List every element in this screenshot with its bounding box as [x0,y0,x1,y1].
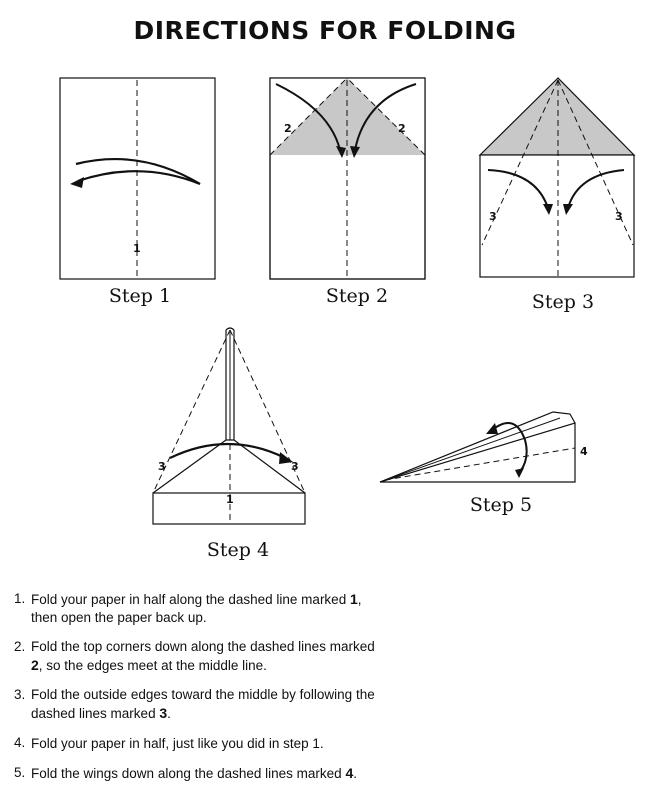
instruction-mark: 1 [349,591,358,607]
instruction-text: Fold the outside edges toward the middle… [31,686,386,723]
fold-label-right: 3 [291,460,299,473]
instruction-number: 3. [14,687,26,702]
arrow-head-top [486,423,498,434]
fold-label-left: 2 [284,122,292,135]
step-1-caption: Step 1 [108,285,172,307]
fold-arrow-right [354,83,417,151]
arrow-head [543,204,553,215]
instruction-text-b: . [167,706,171,721]
instruction-mark: 4 [345,765,354,781]
wing-crease [379,417,561,483]
fold-line-2-right [346,77,426,156]
plane-wing-top [379,411,576,483]
fold-arrow [491,421,528,473]
arrow-head-bottom [515,468,524,478]
fold-arrow-left [275,83,341,151]
dashed-left [152,329,231,494]
instruction-text-a: Fold your paper in half, just like you d… [31,736,324,751]
step-5-caption: Step 5 [469,494,533,516]
fold-arrow [75,158,201,186]
paper-outline [269,77,426,280]
instruction-item: 4. Fold your paper in half, just like yo… [14,734,386,753]
fold-arrow-right [567,169,625,209]
instruction-number: 1. [14,591,26,606]
wing-body [152,492,306,525]
instruction-text: Fold your paper in half, just like you d… [31,734,386,753]
fold-line-3-right [557,79,634,246]
fold-label-right: 2 [398,122,406,135]
instruction-text-a: Fold your paper in half along the dashed… [31,592,350,607]
instruction-number: 2. [14,639,26,654]
instruction-item: 2. Fold the top corners down along the d… [14,638,386,675]
arrow-head [336,146,346,158]
instruction-text-b: , so the edges meet at the middle line. [38,658,267,673]
instruction-item: 5. Fold the wings down along the dashed … [14,764,386,783]
fold-arrow-left [487,169,549,209]
instruction-number: 5. [14,765,26,780]
fold-line-3-left [481,79,559,246]
arrow-head [279,452,293,464]
instruction-text: Fold the wings down along the dashed lin… [31,764,386,783]
fold-label-right: 3 [615,210,623,223]
instruction-text-b: . [353,766,358,781]
fold-line-2-left [269,77,348,156]
instruction-item: 1. Fold your paper in half along the das… [14,590,386,627]
fold-label-left: 3 [158,460,166,473]
instruction-mark: 3 [159,705,168,721]
arrow-head [563,204,573,215]
fold-label-center: 1 [226,493,234,506]
instruction-text-a: Fold the top corners down along the dash… [31,639,375,654]
center-strip [225,327,235,440]
wing-outline [152,439,306,494]
arrow-head [350,146,360,158]
fold-label: 1 [133,242,141,255]
instruction-text: Fold your paper in half along the dashed… [31,590,386,627]
page-title: DIRECTIONS FOR FOLDING [133,16,517,45]
instruction-number: 4. [14,735,26,750]
fold-label-left: 3 [489,210,497,223]
instruction-mark: 2 [31,657,39,673]
plane-body [379,422,576,483]
fold-label: 4 [580,445,588,458]
instruction-item: 3. Fold the outside edges toward the mid… [14,686,386,723]
instruction-text: Fold the top corners down along the dash… [31,638,386,675]
step-2-caption: Step 2 [325,285,389,307]
fold-arrow [169,442,286,459]
instruction-text-b: , then open the paper back up. [31,592,362,625]
instruction-text-a: Fold the outside edges toward the middle… [31,687,375,721]
step-4-caption: Step 4 [206,539,270,561]
instruction-text-a: Fold the wings down along the dashed lin… [31,766,346,781]
fold-line-4 [384,447,576,481]
paper-sheet [479,154,635,278]
step-3-caption: Step 3 [531,291,595,313]
arrow-head [70,177,84,188]
instructions-list: 1. Fold your paper in half along the das… [14,590,386,794]
